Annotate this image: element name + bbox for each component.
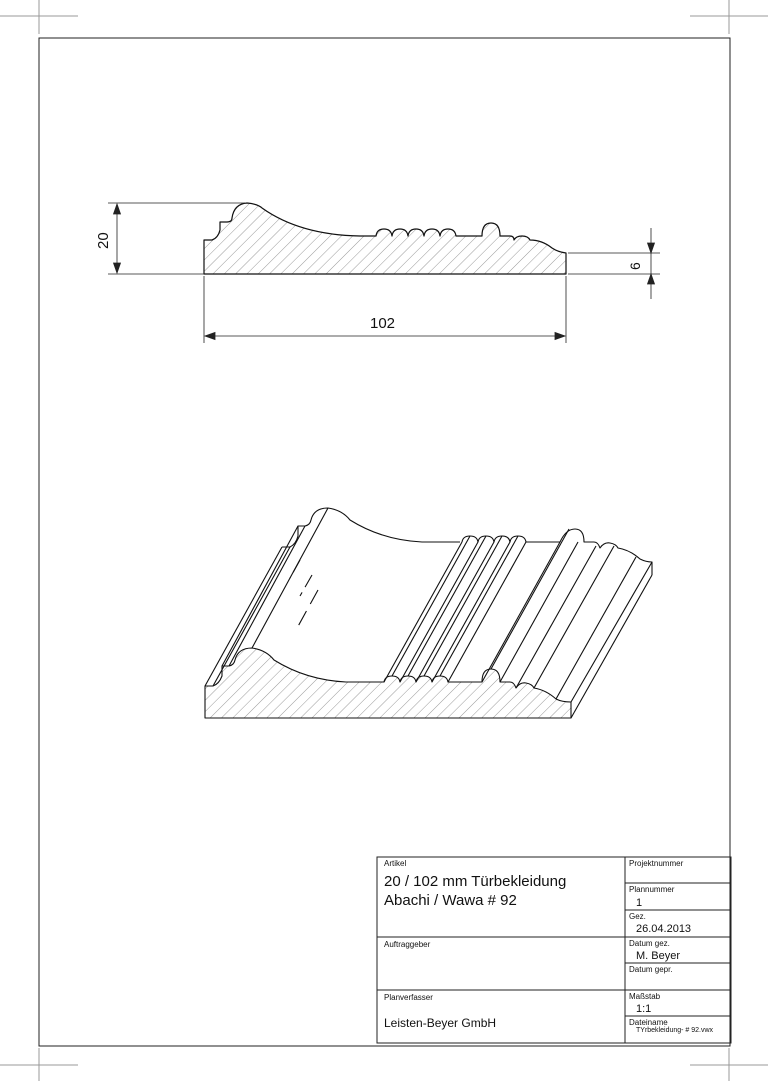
dimension-width-label: 102: [370, 315, 395, 332]
isometric-view: [204, 507, 653, 719]
dimension-width: [203, 276, 567, 343]
dimension-lip-label: 6: [627, 262, 643, 270]
dimension-height: [108, 202, 245, 275]
section-profile: [203, 202, 567, 275]
drawing-frame: [38, 37, 731, 1047]
dimension-lip: [568, 228, 660, 299]
dimension-height-label: 20: [95, 232, 112, 249]
